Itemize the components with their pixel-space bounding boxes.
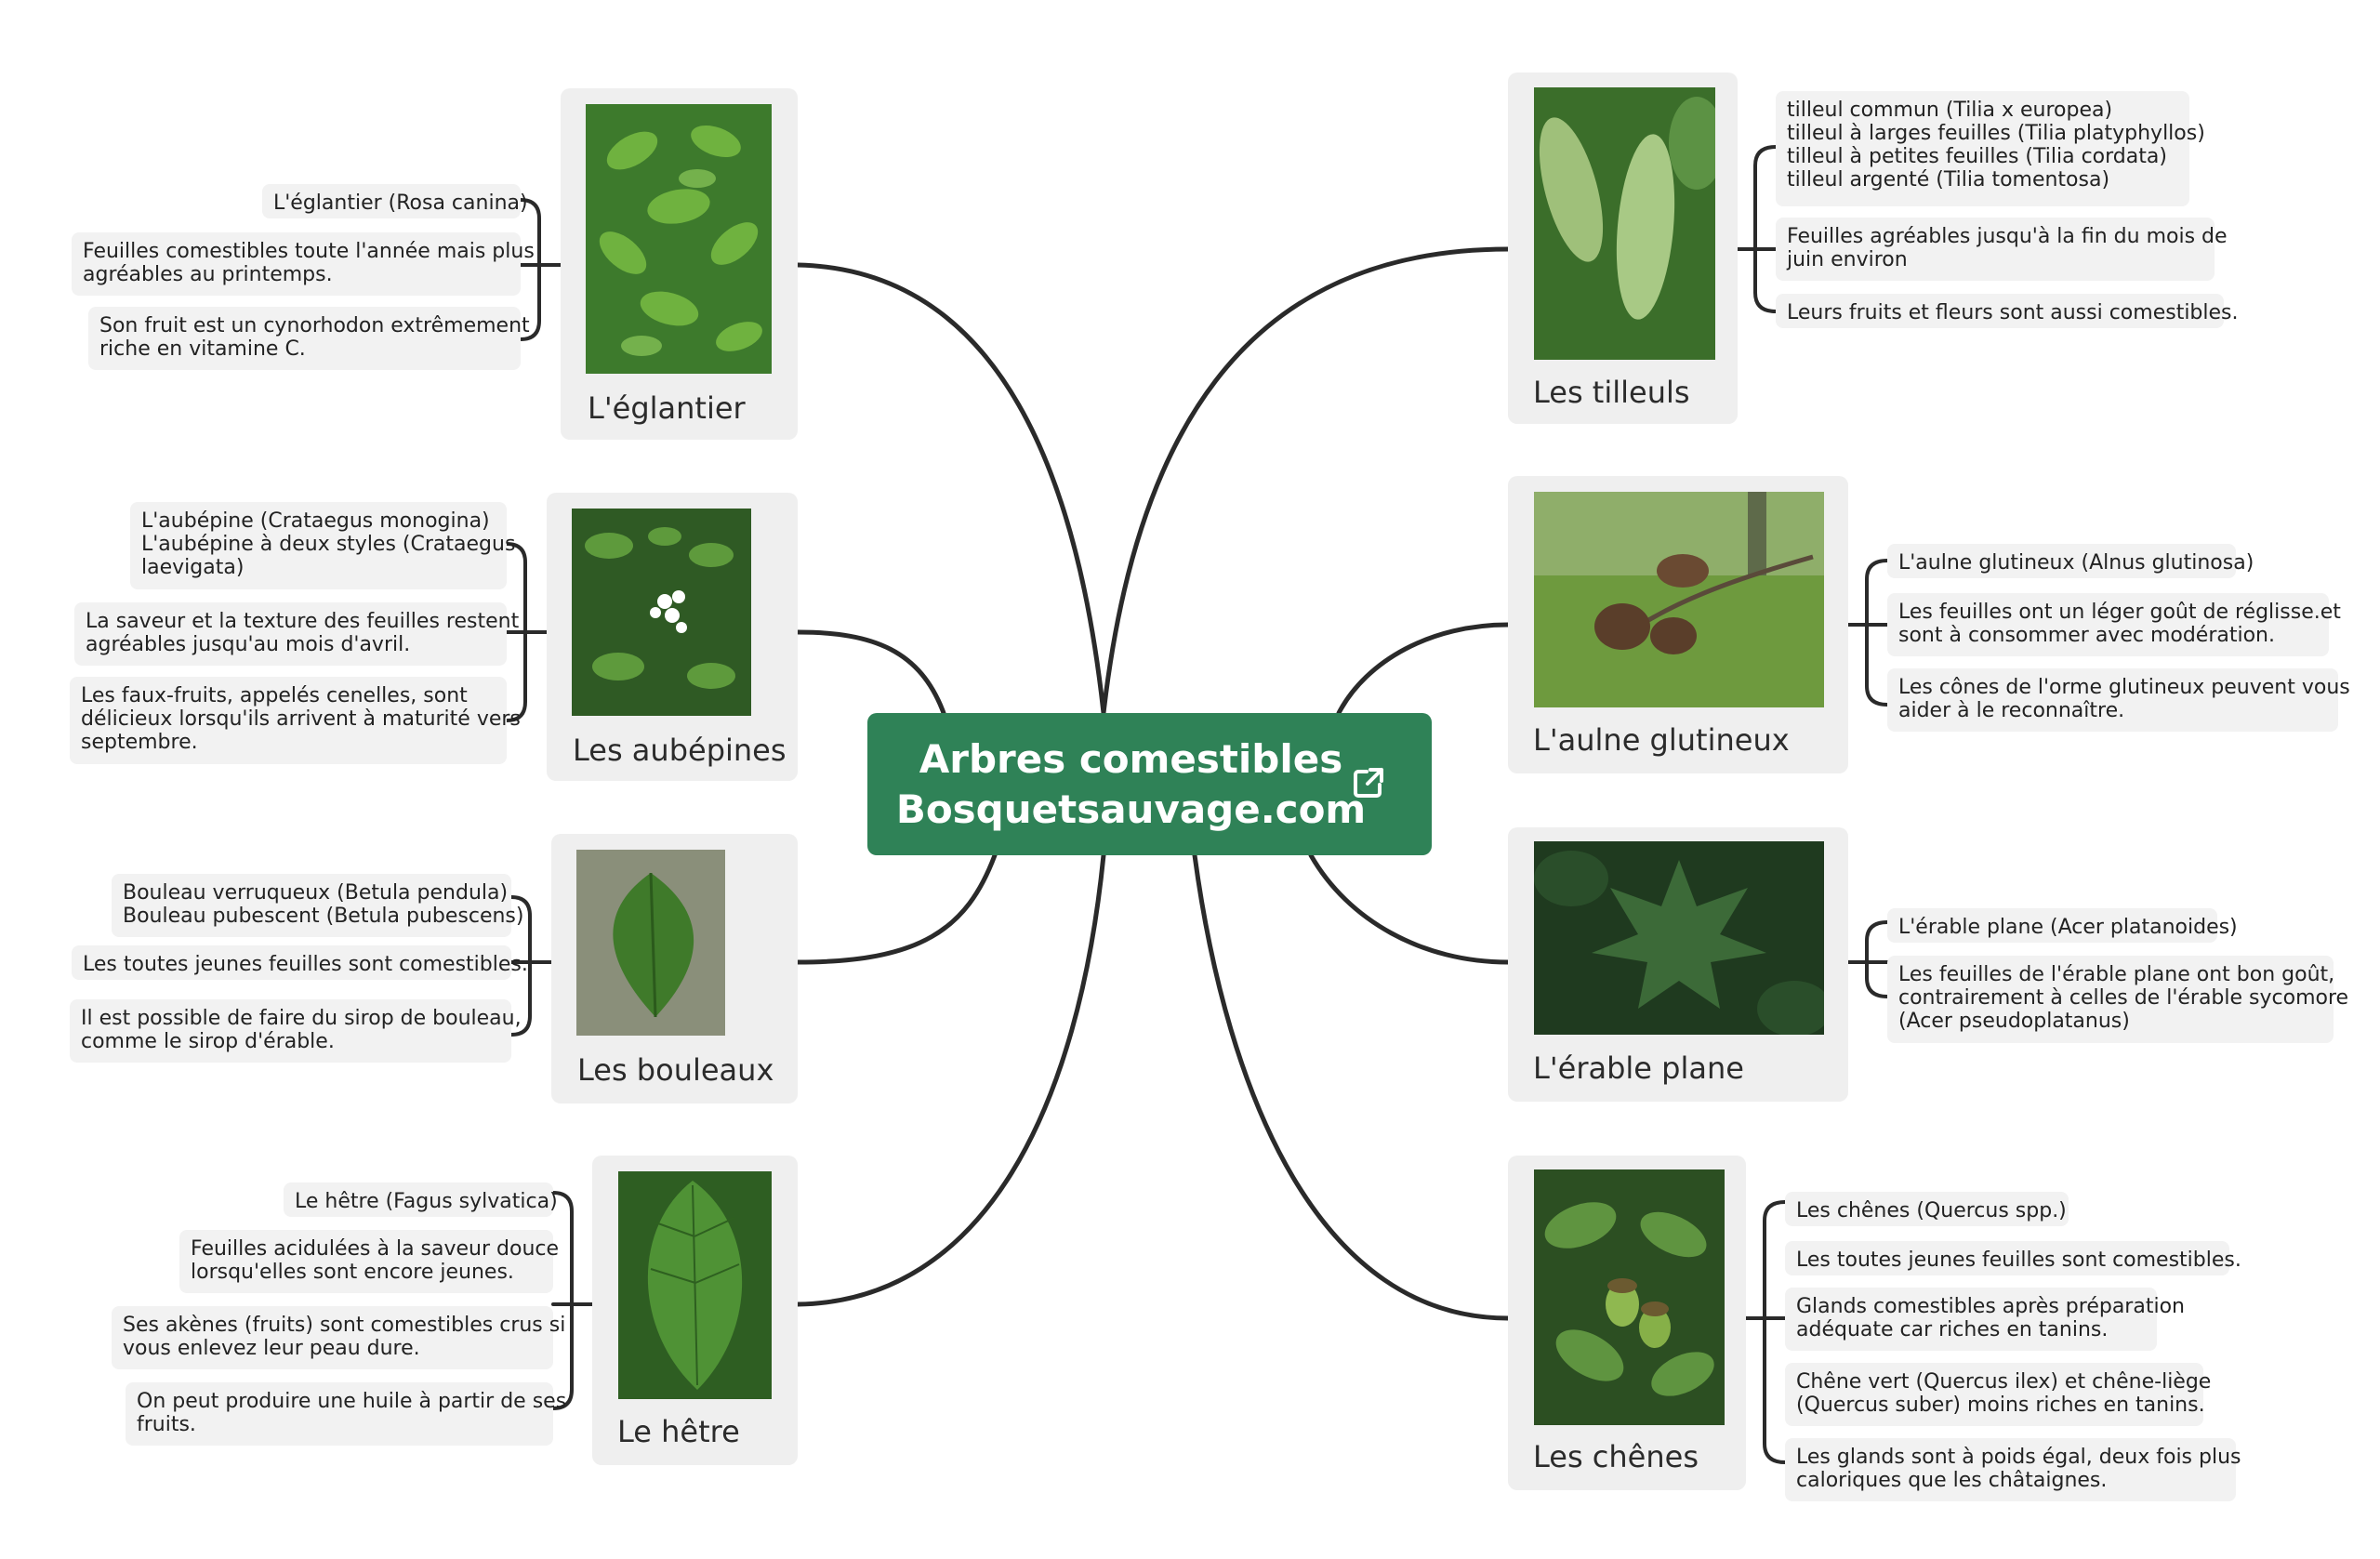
note-aubepines-1: L'aubépine (Crataegus monogina) L'aubépi… [130, 502, 515, 589]
topic-card-bouleaux[interactable]: Les bouleaux [551, 834, 798, 1103]
alder-cones-photo [1534, 492, 1824, 707]
topic-card-hetre[interactable]: Le hêtre [592, 1156, 798, 1465]
note-chenes-5: Les glands sont à poids égal, deux fois … [1785, 1438, 2241, 1501]
note-chenes-3: Glands comestibles après préparation adé… [1785, 1288, 2185, 1351]
note-chenes-1: Les chênes (Quercus spp.) [1785, 1192, 2069, 1226]
note-aulne-1: L'aulne glutineux (Alnus glutinosa) [1887, 544, 2254, 578]
note-eglantier-1: L'églantier (Rosa canina) [262, 184, 528, 218]
topic-title: Les tilleuls [1533, 375, 1690, 410]
note-aulne-2: Les feuilles ont un léger goût de réglis… [1887, 593, 2341, 656]
note-tilleuls-1: tilleul commun (Tilia x europea) tilleul… [1776, 91, 2205, 206]
note-aulne-3: Les cônes de l'orme glutineux peuvent vo… [1887, 668, 2350, 732]
topic-title: L'aulne glutineux [1533, 722, 1790, 758]
note-hetre-3: Ses akènes (fruits) sont comestibles cru… [112, 1306, 565, 1369]
central-title-line1: Arbres comestibles [919, 735, 1343, 782]
note-bouleaux-3: Il est possible de faire du sirop de bou… [70, 999, 522, 1063]
linden-bracts-photo [1534, 87, 1715, 360]
central-title-line2: Bosquetsauvage.com [895, 786, 1367, 832]
hawthorn-flowers-photo [572, 509, 751, 716]
note-erable-2: Les feuilles de l'érable plane ont bon g… [1887, 956, 2348, 1043]
topic-title: L'églantier [588, 390, 746, 426]
topic-card-erable[interactable]: L'érable plane [1508, 827, 1848, 1102]
topic-card-aubepines[interactable]: Les aubépines [547, 493, 798, 781]
note-aubepines-2: La saveur et la texture des feuilles res… [74, 602, 519, 666]
note-chenes-2: Les toutes jeunes feuilles sont comestib… [1785, 1241, 2241, 1275]
topic-card-chenes[interactable]: Les chênes [1508, 1156, 1746, 1490]
note-bouleaux-1: Bouleau verruqueux (Betula pendula) Boul… [112, 874, 523, 937]
central-topic[interactable]: Arbres comestibles Bosquetsauvage.com [867, 713, 1432, 855]
birch-leaf-photo [576, 850, 725, 1036]
external-link-icon[interactable] [1350, 764, 1387, 801]
topic-title: Les chênes [1533, 1439, 1699, 1474]
note-erable-1: L'érable plane (Acer platanoides) [1887, 908, 2238, 943]
note-aubepines-3: Les faux-fruits, appelés cenelles, sont … [70, 677, 521, 764]
note-tilleuls-3: Leurs fruits et fleurs sont aussi comest… [1776, 294, 2239, 328]
topic-title: Le hêtre [617, 1414, 740, 1449]
note-tilleuls-2: Feuilles agréables jusqu'à la fin du moi… [1776, 218, 2228, 281]
note-bouleaux-2: Les toutes jeunes feuilles sont comestib… [72, 945, 528, 980]
note-eglantier-2: Feuilles comestibles toute l'année mais … [72, 232, 535, 296]
note-hetre-1: Le hêtre (Fagus sylvatica) [284, 1182, 558, 1217]
maple-leaf-photo [1534, 841, 1824, 1035]
note-hetre-4: On peut produire une huile à partir de s… [126, 1382, 566, 1446]
note-eglantier-3: Son fruit est un cynorhodon extrêmement … [88, 307, 530, 370]
topic-card-eglantier[interactable]: L'églantier [561, 88, 798, 440]
beech-leaf-photo [618, 1171, 772, 1399]
topic-card-tilleuls[interactable]: Les tilleuls [1508, 73, 1738, 424]
note-chenes-4: Chêne vert (Quercus ilex) et chêne-liège… [1785, 1363, 2211, 1426]
topic-title: L'érable plane [1533, 1050, 1744, 1086]
note-hetre-2: Feuilles acidulées à la saveur douce lor… [179, 1230, 559, 1293]
topic-title: Les bouleaux [577, 1052, 774, 1088]
oak-acorns-photo [1534, 1169, 1725, 1425]
topic-card-aulne[interactable]: L'aulne glutineux [1508, 476, 1848, 773]
rose-leaves-photo [586, 104, 772, 374]
topic-title: Les aubépines [573, 733, 787, 768]
